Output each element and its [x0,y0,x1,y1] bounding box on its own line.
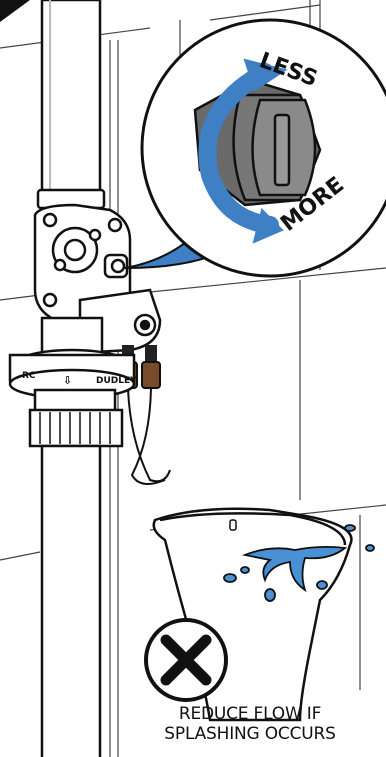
upper-pipe [38,0,104,208]
valve-marking-left: RC [22,371,36,381]
valve-brand-label: DUDLEY [96,376,137,386]
corner-tab [0,0,30,22]
warning-x-icon [146,620,226,700]
caption-line-2: SPLASHING OCCURS [150,724,350,744]
caption-line-1: REDUCE FLOW IF [150,704,350,724]
warning-caption: REDUCE FLOW IF SPLASHING OCCURS [150,704,350,744]
down-arrow-icon: ⇩ [63,374,72,387]
